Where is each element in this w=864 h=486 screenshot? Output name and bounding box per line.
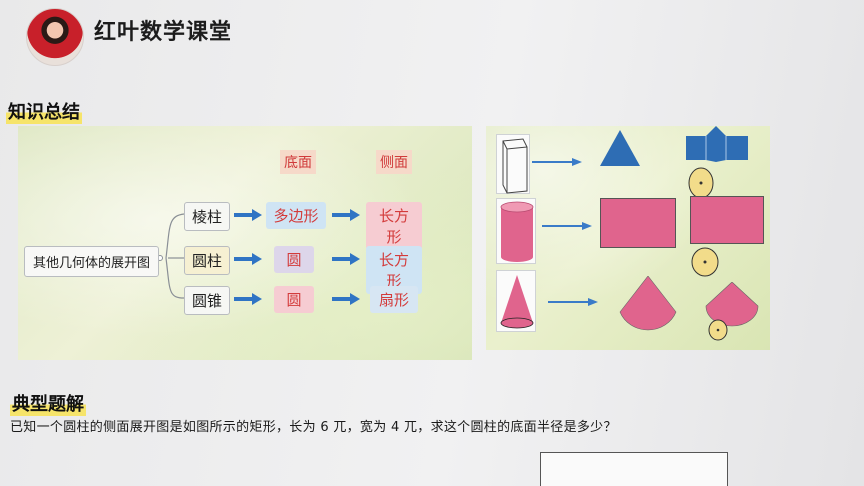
header-base: 底面 (280, 150, 316, 174)
arrow-icon (332, 253, 360, 265)
mindmap-panel: 底面 侧面 其他几何体的展开图 棱柱 多边形 长方形 圆柱 圆 长方形 圆锥 圆… (18, 126, 472, 360)
brand-title: 红叶数学课堂 (94, 20, 233, 45)
arrow-icon (542, 222, 592, 230)
cylinder-thumbnail (496, 198, 536, 264)
cylinder-icon (500, 201, 534, 262)
figure-rectangle (540, 452, 728, 486)
prism-side: 长方形 (366, 202, 422, 250)
mindmap-root: 其他几何体的展开图 (24, 246, 160, 277)
cone-base: 圆 (274, 286, 314, 313)
arrow-icon (548, 298, 598, 306)
node-cone: 圆锥 (184, 286, 230, 315)
circle-base-icon (691, 247, 719, 277)
cone-icon (500, 275, 534, 329)
cone-side: 扇形 (370, 286, 418, 313)
cylinder-base: 圆 (274, 246, 314, 273)
circle-base-icon (708, 319, 728, 341)
section-title-summary: 知识总结 (6, 98, 82, 124)
prism-base: 多边形 (266, 202, 326, 229)
arrow-icon (332, 209, 360, 221)
sector-net-icon (619, 276, 677, 331)
node-cylinder: 圆柱 (184, 246, 230, 275)
cone-net-sector-icon (705, 282, 759, 327)
mindmap-connectors (157, 213, 185, 299)
arrow-icon (332, 293, 360, 305)
header-side: 侧面 (376, 150, 412, 174)
nets-panel (486, 126, 770, 350)
avatar (26, 8, 84, 66)
cylinder-net-rect (690, 196, 764, 244)
triangle-net-icon (600, 130, 640, 166)
circle-base-icon (688, 167, 714, 199)
cylinder-side-net (600, 198, 676, 248)
node-prism: 棱柱 (184, 202, 230, 231)
arrow-icon (234, 293, 262, 305)
arrow-icon (532, 158, 582, 166)
arrow-icon (234, 253, 262, 265)
arrow-icon (234, 209, 262, 221)
question-text: 已知一个圆柱的侧面展开图是如图所示的矩形，长为 6 兀，宽为 4 兀，求这个圆柱… (10, 420, 617, 435)
prism-net-icon (686, 126, 748, 162)
section-title-examples: 典型题解 (10, 390, 86, 416)
triangular-prism-icon (502, 138, 528, 194)
cone-thumbnail (496, 270, 536, 332)
prism-thumbnail (496, 134, 530, 194)
